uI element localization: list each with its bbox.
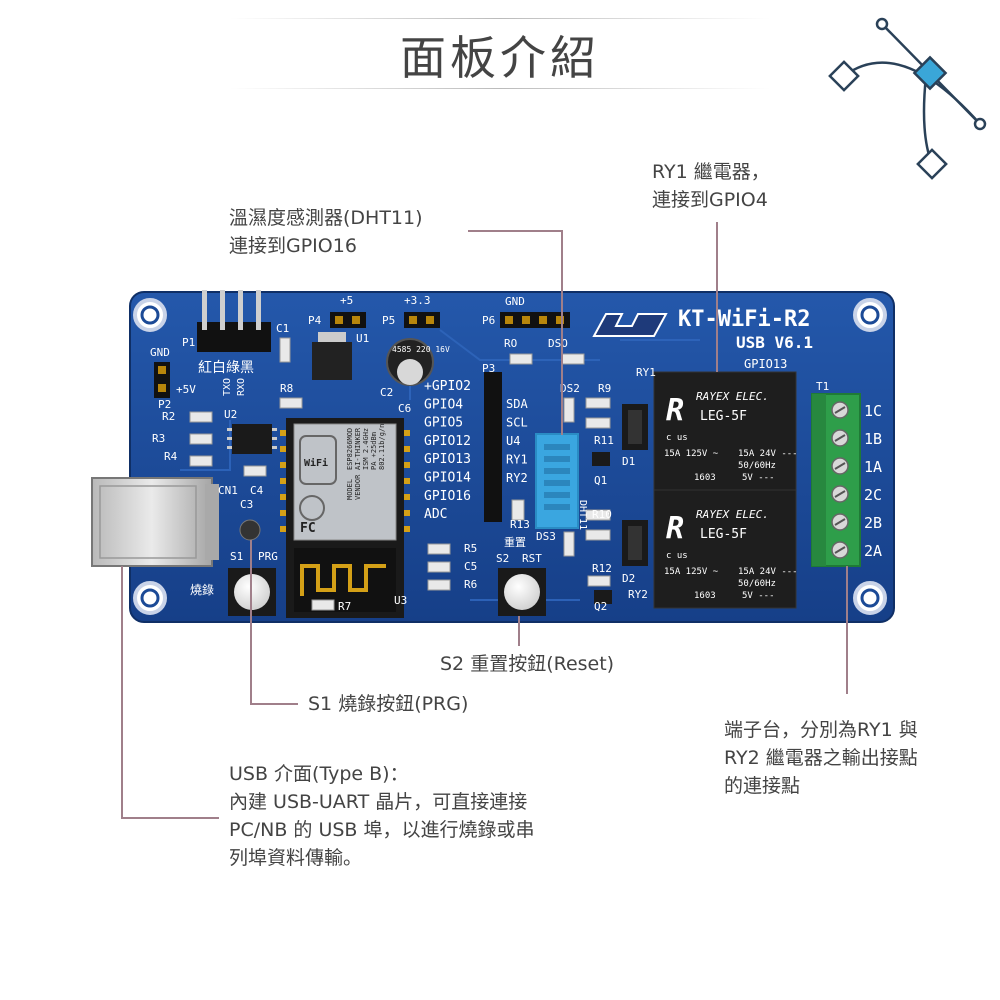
note-usb: USB 介面(Type B)： 內建 USB-UART 晶片，可直接連接 PC/… <box>229 763 535 869</box>
brand-logo <box>592 313 668 337</box>
relay-ry1 <box>653 371 797 491</box>
page-title: 面板介紹 <box>400 31 600 85</box>
note-s2-reset: S2 重置按鈕(Reset) <box>440 653 615 675</box>
title-top-rule <box>230 18 770 19</box>
bezier-pen-icon <box>828 17 987 180</box>
relay-ry2 <box>653 489 797 609</box>
u1-regulator <box>312 332 352 380</box>
terminal-screw-slots <box>834 406 846 554</box>
smd-parts <box>189 337 611 611</box>
svg-text:R: R <box>666 511 684 546</box>
s2-rst-button <box>498 568 546 616</box>
terminal-leader <box>846 566 848 694</box>
s1-prg-button <box>228 568 276 616</box>
title-bottom-rule <box>230 88 770 89</box>
usb-leader-v <box>121 566 123 818</box>
diodes <box>622 404 648 566</box>
s2-leader <box>518 616 520 646</box>
note-terminal: 端子台，分別為RY1 與 RY2 繼電器之輸出接點 的連接點 <box>724 719 918 797</box>
s1-leader-v <box>250 540 252 704</box>
ry1-leader <box>716 222 718 372</box>
esp8266-module <box>280 418 410 618</box>
electrolytic-capacitor <box>386 338 434 386</box>
u2-chip <box>227 424 277 454</box>
small-headers <box>154 312 570 522</box>
relay-logos: R R <box>666 393 684 546</box>
usb-leader-h <box>121 817 219 819</box>
note-dht11: 溫濕度感測器(DHT11) 連接到GPIO16 <box>229 207 423 257</box>
mounting-holes <box>133 298 887 615</box>
svg-text:R: R <box>666 393 684 428</box>
note-s1-prg: S1 燒錄按鈕(PRG) <box>308 693 469 715</box>
dht11-sensor <box>535 433 579 529</box>
c3-capacitor <box>239 519 261 541</box>
usb-type-b-connector <box>91 477 219 567</box>
dht-leader-h <box>468 230 562 232</box>
dht-leader-v <box>561 230 563 435</box>
transistors <box>592 452 612 604</box>
p1-pin-header <box>197 290 271 352</box>
note-ry1: RY1 繼電器， 連接到GPIO4 <box>652 161 770 211</box>
s1-leader-h <box>250 703 298 705</box>
terminal-block <box>811 393 861 567</box>
